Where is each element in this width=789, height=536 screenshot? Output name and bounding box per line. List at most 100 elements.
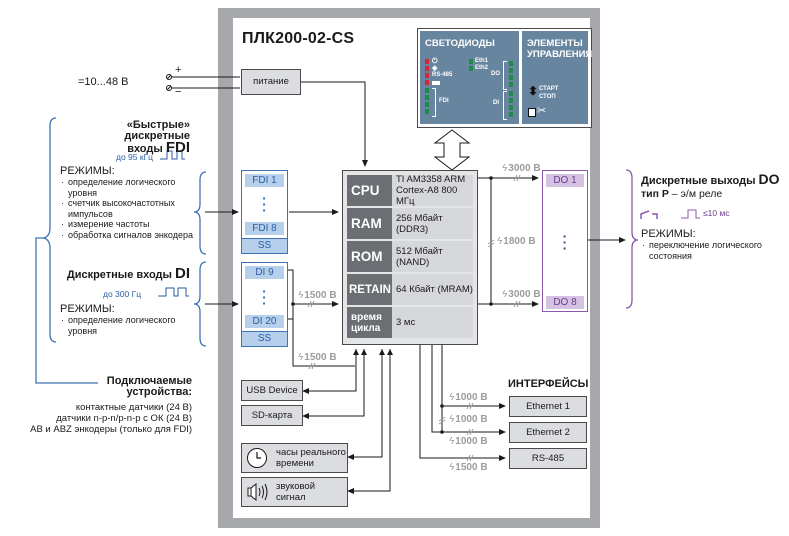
ethernet2-block: Ethernet 2 — [509, 422, 587, 443]
isolation-do-mid: ϟ1800 В — [497, 236, 536, 247]
do-output-group: DO 1 ··· DO 8 — [542, 170, 588, 312]
devices-heading-line-2: устройства: — [126, 386, 192, 398]
do-type: тип Р — [641, 188, 669, 200]
fdi-mode-item: обработка сигналов энкодера — [60, 230, 200, 241]
led-panel: СВЕТОДИОДЫ ⏻ ◈ RS-485 FDI Eth1 Eth2 DO D… — [417, 28, 592, 128]
rtc-label-line-2: времени — [276, 458, 314, 469]
rtc-wire — [347, 349, 383, 460]
isolation-eth2: ϟ1000 В — [449, 436, 488, 447]
panel-cpu-bus-arrow — [433, 129, 471, 171]
di-modes-list: определение логического уровня — [60, 315, 200, 336]
di-junction — [291, 302, 295, 306]
bolt-icon: ϟ — [502, 289, 508, 300]
diamond-icon: ◈ — [432, 65, 438, 72]
fdi-input-group: FDI 1 ··· FDI 8 SS — [241, 170, 288, 254]
rs485-block: RS-485 — [509, 448, 587, 469]
eth1-led-label: Eth1 — [475, 58, 489, 64]
di-low-wire — [292, 304, 355, 367]
eth2-wire — [431, 345, 506, 435]
do-modes-title: РЕЖИМЫ: — [641, 228, 696, 240]
fdi-modes-brace — [193, 171, 207, 255]
isolation-value: 1000 В — [455, 436, 488, 447]
fdi-ss-label: SS — [242, 238, 287, 253]
do-modes-list: переключение логического состояния — [641, 240, 786, 261]
bolt-icon: ϟ — [449, 392, 455, 403]
cycle-time-value: 3 мс — [392, 307, 473, 338]
sound-label-line-1: звуковой — [276, 481, 316, 492]
fdi-frequency: до 95 кГц — [116, 152, 154, 162]
fdi-heading-line-2: входы FDI — [60, 140, 190, 155]
di-led-bracket — [503, 91, 507, 120]
cpu-value-line-1: TI AM3358 ARM — [396, 174, 466, 185]
do-pulse-icon — [681, 209, 700, 219]
bolt-icon: ϟ — [497, 236, 503, 247]
fdi-modes-title: РЕЖИМЫ: — [60, 165, 115, 177]
isolation-value: 1500 В — [304, 352, 337, 363]
eth2-junction — [440, 430, 444, 434]
sd-up-arrow — [361, 349, 367, 355]
bolt-icon: ϟ — [298, 290, 304, 301]
bolt-icon: ϟ — [449, 414, 455, 425]
service-button-icon — [528, 108, 536, 117]
relay-contact-icon — [640, 210, 650, 219]
di-modes-brace — [193, 261, 207, 347]
isolation-value: 1500 В — [455, 462, 488, 473]
fdi-led-bracket — [432, 88, 436, 117]
ram-key: RAM — [347, 208, 392, 239]
led-eth2 — [469, 66, 473, 71]
di-last-label: DI 20 — [245, 315, 284, 328]
di-modes-title: РЕЖИМЫ: — [60, 303, 115, 315]
device-title: ПЛК200-02-CS — [242, 30, 355, 47]
di-modes: РЕЖИМЫ: определение логического уровня — [60, 303, 200, 336]
rom-value: 512 Мбайт (NAND) — [392, 241, 473, 272]
do-heading-abbr: DO — [758, 171, 780, 187]
retain-key: RETAIN — [347, 274, 392, 305]
fdi-last-label: FDI 8 — [245, 222, 284, 235]
cpu-value-line-2: Cortex-A8 800 МГц — [396, 185, 458, 207]
bolt-icon: ϟ — [449, 436, 455, 447]
isolation-eth-between: ϟ1000 В — [449, 414, 488, 425]
di-ellipsis: ··· — [262, 283, 267, 311]
eth2-led-label: Eth2 — [475, 65, 489, 71]
do-led-label: DO — [491, 71, 500, 77]
rs485-wire — [419, 345, 506, 461]
do-type-desc: – э/м реле — [668, 188, 723, 200]
start-stop-switch-icon: ⬍ — [528, 84, 539, 98]
sd-card-block: SD-карта — [241, 405, 303, 426]
isolation-value: 3000 В — [508, 289, 541, 300]
interfaces-title: ИНТЕРФЕЙСЫ — [508, 378, 589, 390]
do-junction-top — [489, 176, 493, 180]
led-fdi-3 — [425, 102, 429, 107]
do-heading-text: Дискретные выходы — [641, 175, 759, 187]
led-di-4 — [509, 112, 513, 117]
bolt-icon: ϟ — [449, 462, 455, 473]
fdi-heading-text: входы — [127, 143, 166, 155]
led-fdi-2 — [425, 95, 429, 100]
di-heading-text: Дискретные входы — [66, 269, 175, 281]
di9-wire — [288, 269, 294, 304]
di20-wire — [288, 304, 294, 320]
fdi-first-label: FDI 1 — [245, 174, 284, 187]
do-last-label: DO 8 — [546, 296, 584, 309]
fdi-heading-line-1: «Быстрые» дискретные — [124, 119, 190, 142]
sd-wire — [302, 349, 365, 419]
battery-icon — [432, 81, 440, 85]
led-do-1 — [509, 61, 513, 66]
di-info-heading: Дискретные входы DI — [60, 266, 190, 281]
terminal-minus — [166, 85, 172, 91]
sound-label-line-2: сигнал — [276, 492, 306, 503]
stop-label: СТОП — [539, 94, 556, 100]
led-status — [425, 66, 429, 71]
do-modes: РЕЖИМЫ: переключение логического состоян… — [641, 228, 786, 261]
do-timing: ≤10 мс — [703, 208, 730, 218]
fdi-modes-list: определение логического уровня счетчик в… — [60, 177, 200, 240]
isolation-eth1: ϟ1000 В — [449, 392, 488, 403]
led-fdi-4 — [425, 109, 429, 114]
